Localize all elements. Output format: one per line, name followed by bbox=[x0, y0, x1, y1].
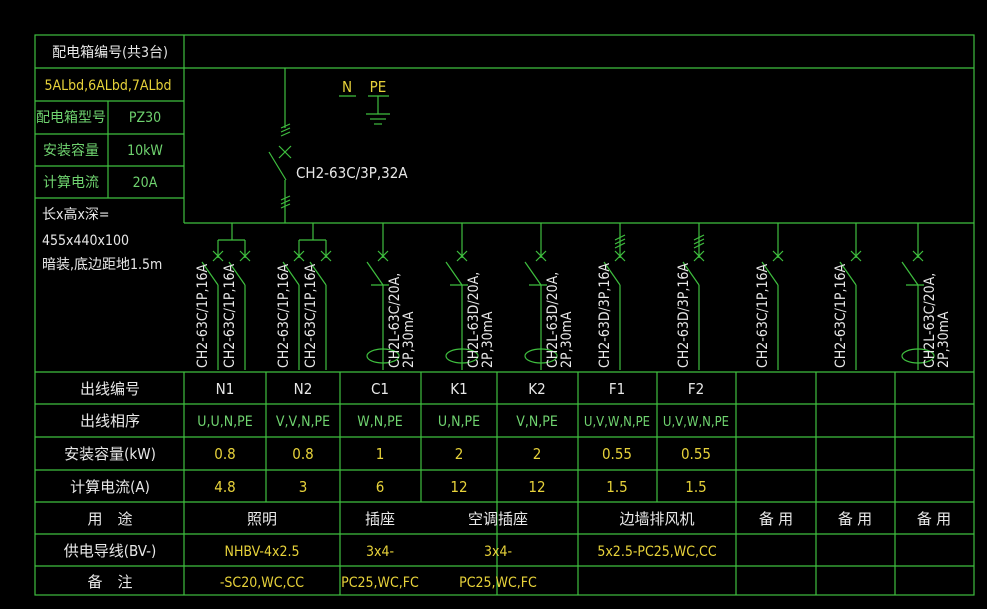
branch-label-10: CH2-63C/1P,16A bbox=[755, 263, 771, 368]
box-ids: 5ALbd,6ALbd,7ALbd bbox=[45, 78, 172, 94]
branch-label-11: CH2-63C/1P,16A bbox=[833, 263, 849, 368]
phase-k2: V,N,PE bbox=[516, 414, 558, 430]
install-note: 暗装,底边距地1.5m bbox=[42, 257, 162, 273]
branch-circuit-12 bbox=[901, 223, 935, 370]
circuit-id-n1: N1 bbox=[216, 380, 235, 398]
capacity-f2: 0.55 bbox=[681, 445, 711, 463]
capacity-value: 10kW bbox=[127, 143, 163, 159]
circuit-id-f1: F1 bbox=[609, 380, 625, 398]
circuit-id-c1: C1 bbox=[371, 380, 389, 398]
use-lighting: 照明 bbox=[247, 510, 277, 528]
use-socket: 插座 bbox=[365, 510, 395, 528]
capacity-k2: 2 bbox=[533, 445, 542, 463]
branch-circuit-10 bbox=[761, 223, 784, 370]
main-incoming bbox=[268, 68, 390, 223]
row-label-current: 计算电流(A) bbox=[70, 478, 150, 496]
use-spare-3: 备 用 bbox=[917, 510, 951, 528]
current-n2: 3 bbox=[299, 478, 308, 496]
phase-k1: U,N,PE bbox=[438, 414, 480, 430]
main-breaker-label: CH2-63C/3P,32A bbox=[296, 164, 408, 182]
branch-label-7: CH2L-63D/20A, bbox=[545, 272, 561, 368]
row-label-wire: 供电导线(BV-) bbox=[64, 542, 157, 560]
phase-n1: U,U,N,PE bbox=[197, 414, 252, 430]
branch-circuit-2 bbox=[228, 240, 251, 370]
current-f2: 1.5 bbox=[685, 478, 706, 496]
branch-circuit-5 bbox=[366, 223, 400, 370]
circuit-id-k2: K2 bbox=[528, 380, 545, 398]
capacity-n2: 0.8 bbox=[292, 445, 313, 463]
branch-label-5: CH2L-63C/20A, bbox=[387, 273, 403, 368]
branch-labels: CH2-63C/1P,16A CH2-63C/1P,16A CH2-63C/1P,1… bbox=[195, 263, 952, 368]
row-label-use: 用 途 bbox=[87, 510, 132, 528]
branch-circuit-9 bbox=[682, 223, 705, 370]
current-f1: 1.5 bbox=[606, 478, 627, 496]
branch-label-3: CH2-63C/1P,16A bbox=[276, 263, 292, 368]
capacity-n1: 0.8 bbox=[214, 445, 235, 463]
row-label-capacity: 安装容量(kW) bbox=[64, 445, 156, 463]
circuit-table: 出线编号 出线相序 安装容量(kW) 计算电流(A) 用 途 供电导线(BV-)… bbox=[64, 380, 951, 591]
phase-n2: V,V,N,PE bbox=[276, 414, 330, 430]
capacity-k1: 2 bbox=[455, 445, 464, 463]
branch-label-7-b: 2P,30mA bbox=[559, 311, 575, 368]
wire-lighting: NHBV-4x2.5 bbox=[225, 544, 300, 560]
wire-ac-socket: 3x4- bbox=[484, 544, 512, 560]
capacity-label: 安装容量 bbox=[43, 142, 99, 159]
branch-circuit-6 bbox=[445, 223, 479, 370]
phase-f1: U,V,W,N,PE bbox=[584, 415, 650, 430]
branch-circuit-7 bbox=[524, 223, 558, 370]
n-label: N bbox=[342, 78, 352, 96]
branch-label-12: CH2L-63C/20A, bbox=[922, 273, 938, 368]
branch-label-12-b: 2P,30mA bbox=[936, 311, 952, 368]
current-n1: 4.8 bbox=[214, 478, 235, 496]
main-switch-blade bbox=[268, 151, 287, 181]
circuit-id-f2: F2 bbox=[688, 380, 704, 398]
size-value: 455x440x100 bbox=[42, 233, 129, 249]
use-exhaust-fan: 边墙排风机 bbox=[619, 510, 694, 528]
branch-circuit-11 bbox=[839, 223, 862, 370]
use-spare-1: 备 用 bbox=[759, 510, 793, 528]
phase-c1: W,N,PE bbox=[357, 414, 402, 430]
use-ac-socket: 空调插座 bbox=[468, 510, 528, 528]
header-panel: 配电箱编号(共3台) 5ALbd,6ALbd,7ALbd 配电箱型号 PZ30 … bbox=[36, 45, 171, 273]
current-k2: 12 bbox=[528, 478, 545, 496]
use-spare-2: 备 用 bbox=[838, 510, 872, 528]
box-count-title: 配电箱编号(共3台) bbox=[52, 45, 168, 61]
note-lighting: -SC20,WC,CC bbox=[220, 575, 304, 591]
current-c1: 6 bbox=[376, 478, 385, 496]
branch-label-6-b: 2P,30mA bbox=[480, 311, 496, 368]
model-label: 配电箱型号 bbox=[36, 110, 106, 126]
current-k1: 12 bbox=[450, 478, 467, 496]
branch-circuits bbox=[201, 223, 935, 370]
branch-label-8: CH2-63D/3P,16A bbox=[597, 263, 613, 368]
branch-circuit-8 bbox=[603, 223, 626, 370]
circuit-id-k1: K1 bbox=[450, 380, 467, 398]
grid-lines bbox=[34, 34, 975, 596]
branch-label-5-b: 2P,30mA bbox=[401, 311, 417, 368]
wire-socket: 3x4- bbox=[366, 544, 394, 560]
branch-circuit-1 bbox=[201, 240, 224, 370]
phase-f2: U,V,W,N,PE bbox=[663, 415, 729, 430]
current-value: 20A bbox=[133, 175, 158, 191]
note-ac-socket: PC25,WC,FC bbox=[459, 575, 537, 591]
model-value: PZ30 bbox=[129, 110, 161, 126]
wire-exhaust-fan: 5x2.5-PC25,WC,CC bbox=[597, 544, 716, 560]
capacity-c1: 1 bbox=[376, 445, 385, 463]
branch-label-9: CH2-63D/3P,16A bbox=[676, 263, 692, 368]
branch-label-2: CH2-63C/1P,16A bbox=[222, 263, 238, 368]
branch-circuit-4 bbox=[309, 240, 332, 370]
row-label-circuit-id: 出线编号 bbox=[80, 380, 140, 398]
size-label: 长x高x深= bbox=[42, 206, 109, 223]
branch-label-6: CH2L-63D/20A, bbox=[466, 272, 482, 368]
row-label-note: 备 注 bbox=[87, 573, 132, 591]
pe-label: PE bbox=[370, 78, 387, 96]
branch-circuit-3 bbox=[282, 240, 305, 370]
note-socket: PC25,WC,FC bbox=[341, 575, 419, 591]
branch-label-4: CH2-63C/1P,16A bbox=[303, 263, 319, 368]
branch-label-1: CH2-63C/1P,16A bbox=[195, 263, 211, 368]
row-label-phase: 出线相序 bbox=[80, 412, 140, 430]
circuit-id-n2: N2 bbox=[294, 380, 313, 398]
capacity-f1: 0.55 bbox=[602, 445, 632, 463]
current-label: 计算电流 bbox=[43, 175, 99, 191]
